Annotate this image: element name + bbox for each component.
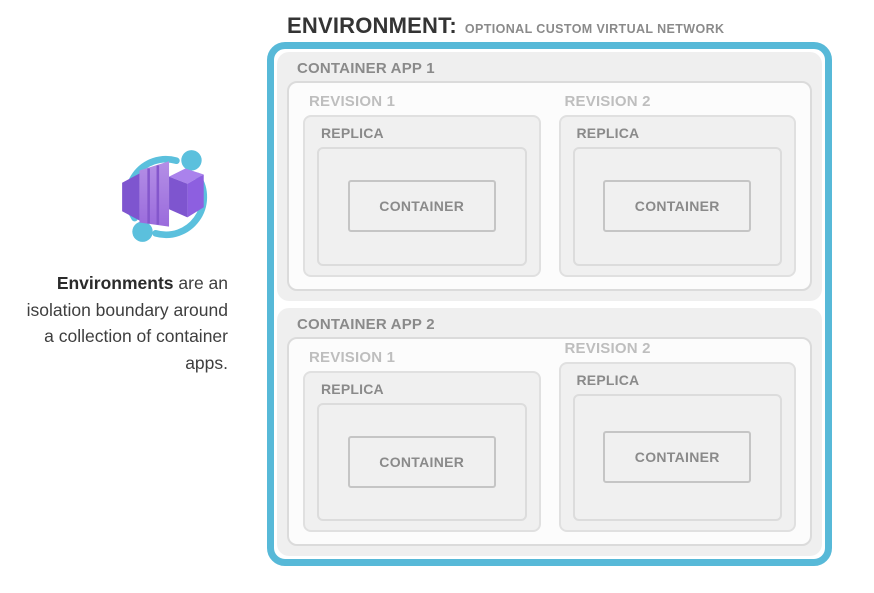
app2-revision-2-box: REPLICA CONTAINER	[558, 361, 796, 532]
app1-rev1-container-label: CONTAINER	[379, 198, 465, 215]
app2-rev1-replica-label: REPLICA	[321, 380, 384, 397]
app2-revision-2-label: REVISION 2	[564, 339, 651, 357]
container-app-2-revisions-area: REVISION 1 REPLICA CONTAINER REVISION 2 …	[287, 336, 812, 546]
container-app-1-revisions-area: REVISION 1 REPLICA CONTAINER REVISION 2 …	[287, 81, 812, 291]
app1-rev1-replica-box: CONTAINER	[317, 147, 527, 266]
app1-rev1-replica-label: REPLICA	[321, 125, 384, 141]
app1-revision-2-label: REVISION 2	[564, 93, 651, 110]
app2-rev2-container-box: CONTAINER	[603, 431, 752, 484]
app1-rev2-container-box: CONTAINER	[603, 180, 752, 233]
container-app-1-panel: CONTAINER APP 1 REVISION 1 REPLICA CONTA…	[277, 52, 822, 301]
app1-revision-1-column: REVISION 1 REPLICA CONTAINER	[303, 91, 541, 277]
app2-revision-1-column: REVISION 1 REPLICA CONTAINER	[303, 347, 541, 532]
description-bold: Environments	[56, 273, 174, 293]
description-rest: are an isolation boundary around a colle…	[26, 273, 228, 373]
app2-rev2-replica-box: CONTAINER	[572, 393, 782, 521]
description-text: Environments are an isolation boundary a…	[18, 270, 228, 376]
app2-rev2-replica-label: REPLICA	[576, 371, 640, 388]
app1-revision-1-box: REPLICA CONTAINER	[303, 115, 541, 277]
app1-revision-2-column: REVISION 2 REPLICA CONTAINER	[558, 91, 796, 277]
page-title: ENVIRONMENT: OPTIONAL CUSTOM VIRTUAL NET…	[287, 13, 724, 39]
app1-revision-1-label: REVISION 1	[309, 93, 396, 110]
environment-title: ENVIRONMENT:	[287, 13, 457, 38]
app2-rev1-container-label: CONTAINER	[379, 453, 465, 470]
app2-rev2-container-label: CONTAINER	[634, 449, 720, 466]
app2-rev1-container-box: CONTAINER	[347, 435, 496, 488]
environment-box: CONTAINER APP 1 REVISION 1 REPLICA CONTA…	[267, 42, 832, 566]
app1-rev2-replica-label: REPLICA	[576, 125, 640, 141]
app1-rev2-container-label: CONTAINER	[634, 198, 720, 215]
app2-revision-1-box: REPLICA CONTAINER	[303, 370, 541, 532]
app2-revision-1-label: REVISION 1	[309, 348, 396, 366]
container-app-2-label: CONTAINER APP 2	[297, 315, 435, 333]
container-app-2-panel: CONTAINER APP 2 REVISION 1 REPLICA CONTA…	[277, 307, 822, 556]
container-apps-icon	[116, 142, 218, 252]
app1-rev2-replica-box: CONTAINER	[572, 147, 782, 266]
app2-rev1-replica-box: CONTAINER	[317, 402, 527, 521]
app2-revision-2-column: REVISION 2 REPLICA CONTAINER	[558, 338, 796, 532]
environment-title-suffix: OPTIONAL CUSTOM VIRTUAL NETWORK	[464, 22, 725, 36]
container-app-1-label: CONTAINER APP 1	[297, 60, 435, 77]
app1-revision-2-box: REPLICA CONTAINER	[558, 115, 796, 277]
app1-rev1-container-box: CONTAINER	[347, 180, 496, 233]
